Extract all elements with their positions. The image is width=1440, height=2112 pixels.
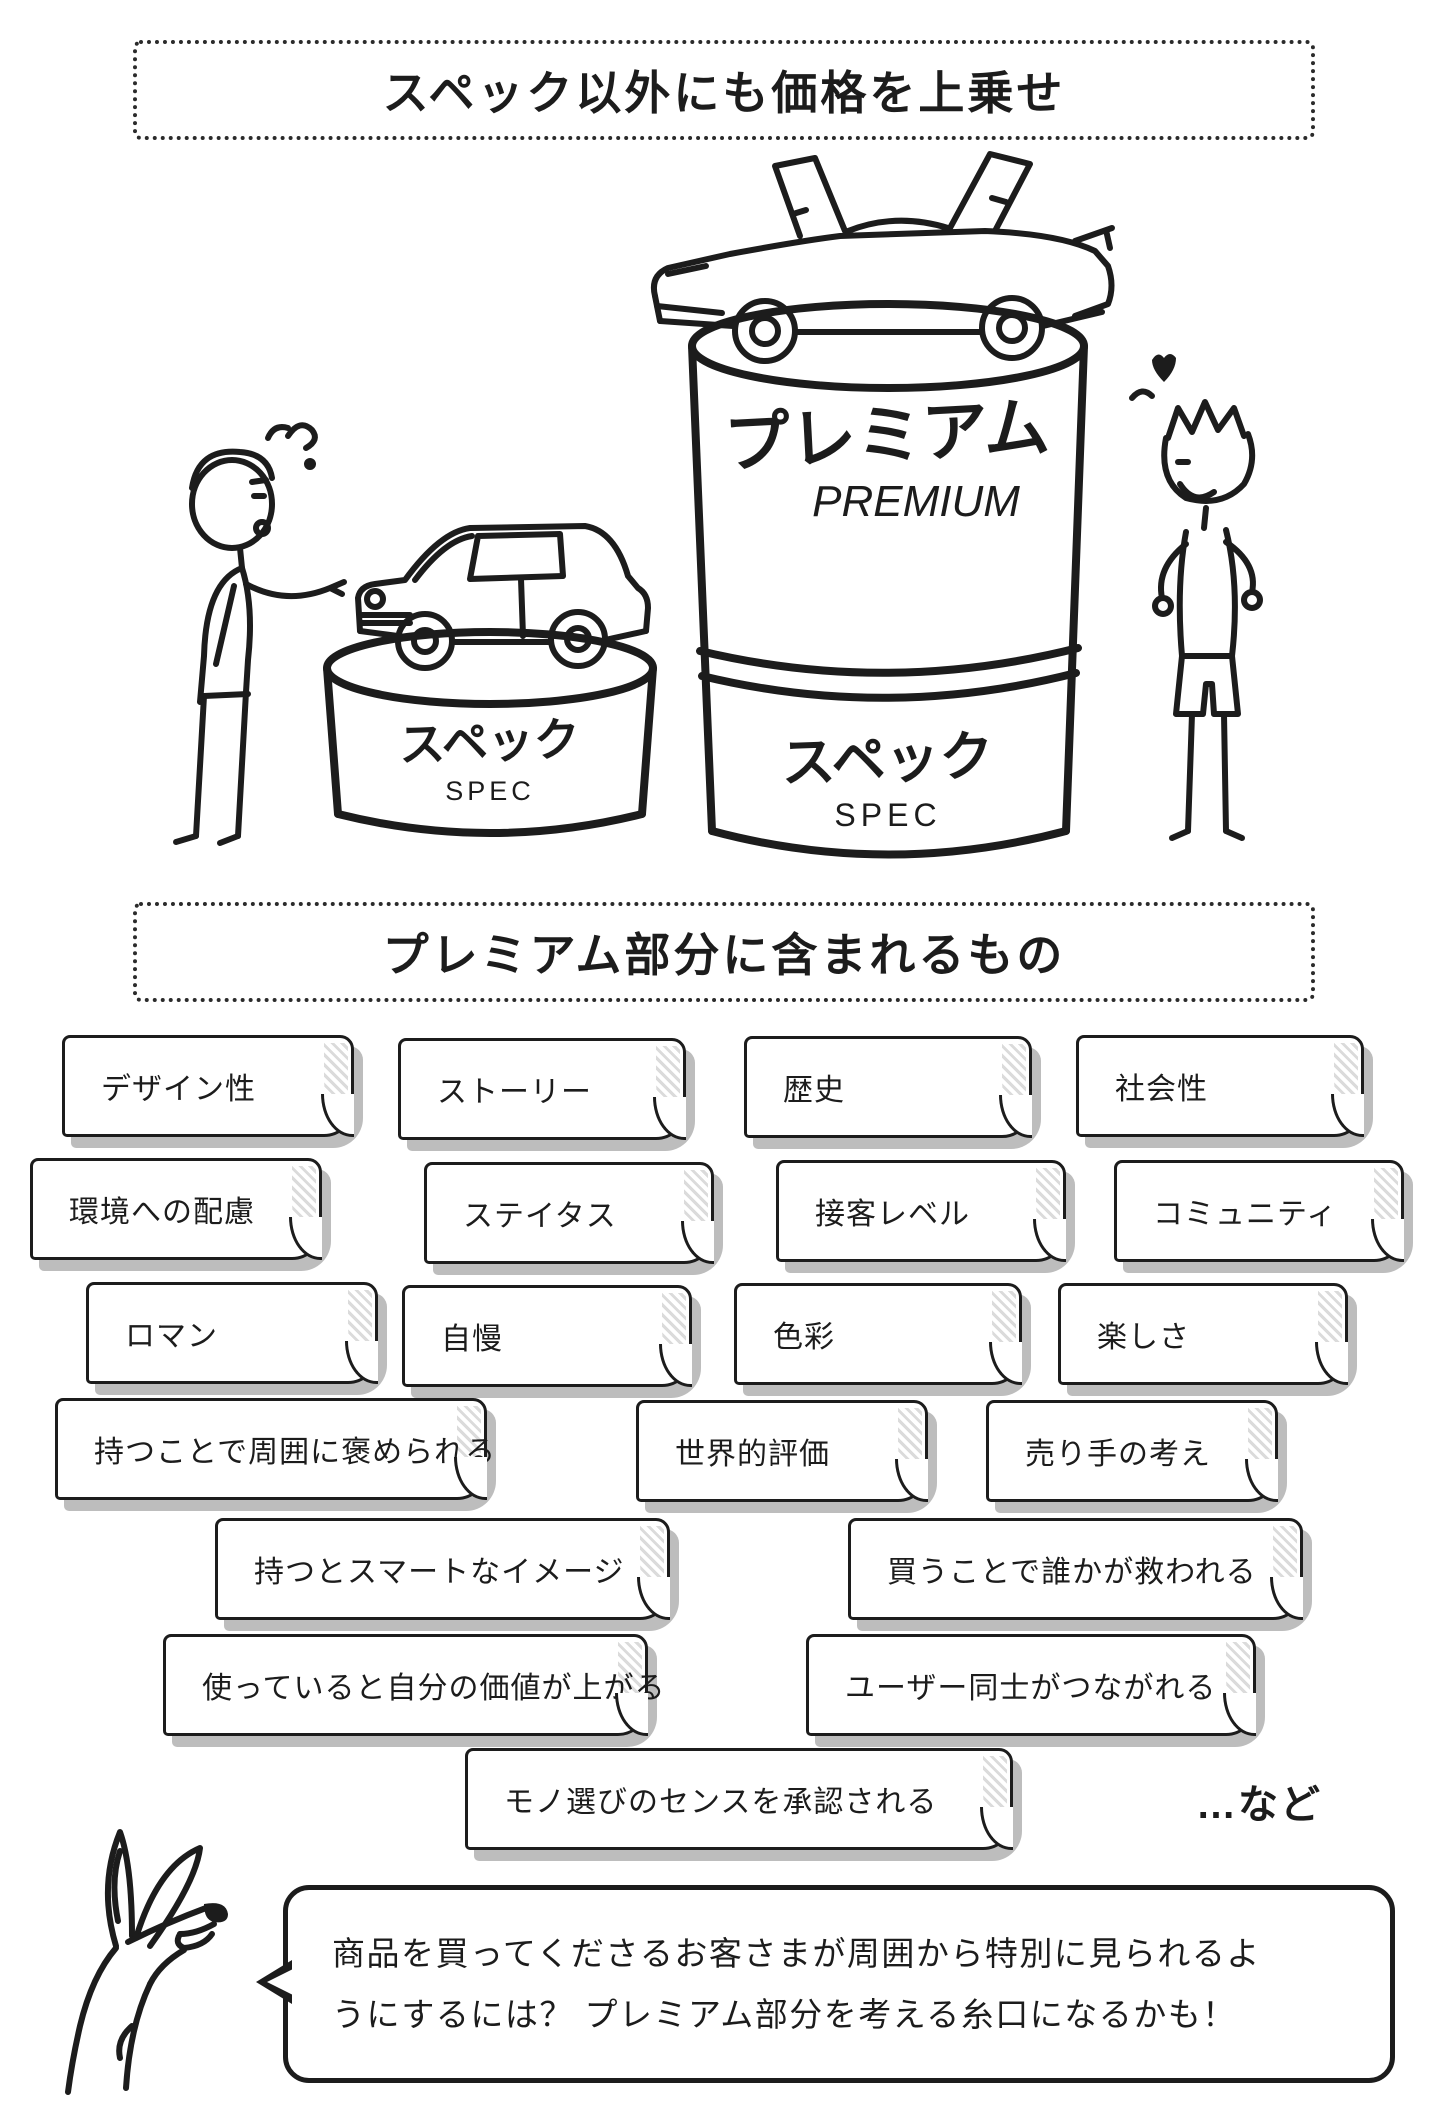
sticky-note: ステイタス	[424, 1162, 714, 1264]
sticky-note-label: 環境への配慮	[69, 1196, 255, 1229]
sticky-note-label: 歴史	[783, 1074, 845, 1107]
sticky-note-label: デザイン性	[101, 1073, 256, 1106]
sticky-note: 買うことで誰かが救われる	[848, 1518, 1303, 1620]
etc-label: …など	[1196, 1783, 1322, 1827]
large-pedestal-premium-jp-label: プレミアム	[722, 390, 1051, 481]
sticky-note-label: 接客レベル	[815, 1198, 970, 1231]
sticky-note-label: 買うことで誰かが救われる	[887, 1556, 1257, 1589]
section-title: プレミアム部分に含まれるもの	[382, 929, 1066, 981]
sticky-note: 環境への配慮	[30, 1158, 322, 1260]
sticky-note: 持つことで周囲に褒められる	[55, 1398, 495, 1500]
sticky-note-label: ロマン	[125, 1320, 218, 1353]
sticky-note-label: 使っていると自分の価値が上がる	[202, 1672, 666, 1705]
header-title-box: スペック以外にも価格を上乗せ	[133, 40, 1315, 140]
header-title: スペック以外にも価格を上乗せ	[382, 67, 1066, 119]
sticky-note-label: 売り手の考え	[1025, 1438, 1211, 1471]
sticky-note: 歴史	[744, 1036, 1032, 1138]
sticky-note: 世界的評価	[636, 1400, 928, 1502]
sticky-note: 色彩	[734, 1283, 1022, 1385]
sticky-note-label: 世界的評価	[675, 1438, 830, 1471]
sports-car-drawing	[650, 151, 1115, 364]
sticky-note: 接客レベル	[776, 1160, 1066, 1262]
sticky-note-label: 社会性	[1115, 1073, 1208, 1106]
sticky-note: ストーリー	[398, 1038, 686, 1140]
illustration-canvas: プレミアム PREMIUM スペック SPEC スペック SPEC	[173, 151, 1263, 859]
sticky-note-label: コミュニティ	[1153, 1198, 1338, 1231]
sticky-note-label: 楽しさ	[1097, 1321, 1190, 1354]
pedestals-drawing	[323, 300, 1088, 859]
right-person-drawing	[1129, 354, 1263, 841]
sticky-note-label: モノ選びのセンスを承認される	[504, 1786, 938, 1819]
sticky-note: 社会性	[1076, 1035, 1364, 1137]
sticky-note: モノ選びのセンスを承認される	[465, 1748, 1013, 1850]
kangaroo-drawing	[65, 1829, 228, 2095]
sticky-note-label: 自慢	[441, 1323, 503, 1356]
sticky-note: 使っていると自分の価値が上がる	[163, 1634, 665, 1736]
sticky-note: 自慢	[402, 1285, 692, 1387]
sticky-note: 売り手の考え	[986, 1400, 1278, 1502]
large-pedestal-spec-en-label: SPEC	[834, 797, 941, 833]
sticky-note: ロマン	[86, 1282, 378, 1384]
sticky-note: 持つとスマートなイメージ	[215, 1518, 670, 1620]
section-title-box: プレミアム部分に含まれるもの	[133, 902, 1315, 1002]
sticky-note: デザイン性	[62, 1035, 354, 1137]
large-pedestal-spec-jp-label: スペック	[780, 726, 994, 793]
speech-line-1: 商品を買ってくださるお客さまが周囲から特別に見られるよ	[332, 1934, 1261, 1972]
pedestal-labels: プレミアム PREMIUM スペック SPEC スペック SPEC	[398, 390, 1051, 833]
speech-bubble: 商品を買ってくださるお客さまが周囲から特別に見られるよ うにするには？ プレミア…	[256, 1885, 1395, 2083]
sticky-note-label: ユーザー同士がつながれる	[845, 1672, 1217, 1705]
sticky-note: 楽しさ	[1058, 1283, 1348, 1385]
small-pedestal-spec-en-label: SPEC	[445, 776, 535, 806]
speech-line-2: うにするには？ プレミアム部分を考える糸口になるかも！	[332, 1996, 1237, 2033]
compact-car-drawing	[355, 523, 651, 671]
sticky-note-label: ストーリー	[437, 1076, 592, 1109]
large-pedestal-premium-en-label: PREMIUM	[812, 477, 1020, 526]
sticky-note-label: 持つとスマートなイメージ	[254, 1556, 625, 1589]
sticky-note: コミュニティ	[1114, 1160, 1404, 1262]
sticky-note: ユーザー同士がつながれる	[806, 1634, 1256, 1736]
main-illustration: プレミアム PREMIUM スペック SPEC スペック SPEC	[0, 136, 1440, 881]
sticky-note-label: ステイタス	[463, 1200, 617, 1233]
small-pedestal-spec-jp-label: スペック	[398, 713, 580, 771]
left-person-drawing	[173, 422, 347, 846]
kangaroo-mascot	[28, 1826, 248, 2111]
sticky-note-label: 持つことで周囲に褒められる	[94, 1436, 497, 1469]
sticky-note-label: 色彩	[773, 1321, 835, 1354]
